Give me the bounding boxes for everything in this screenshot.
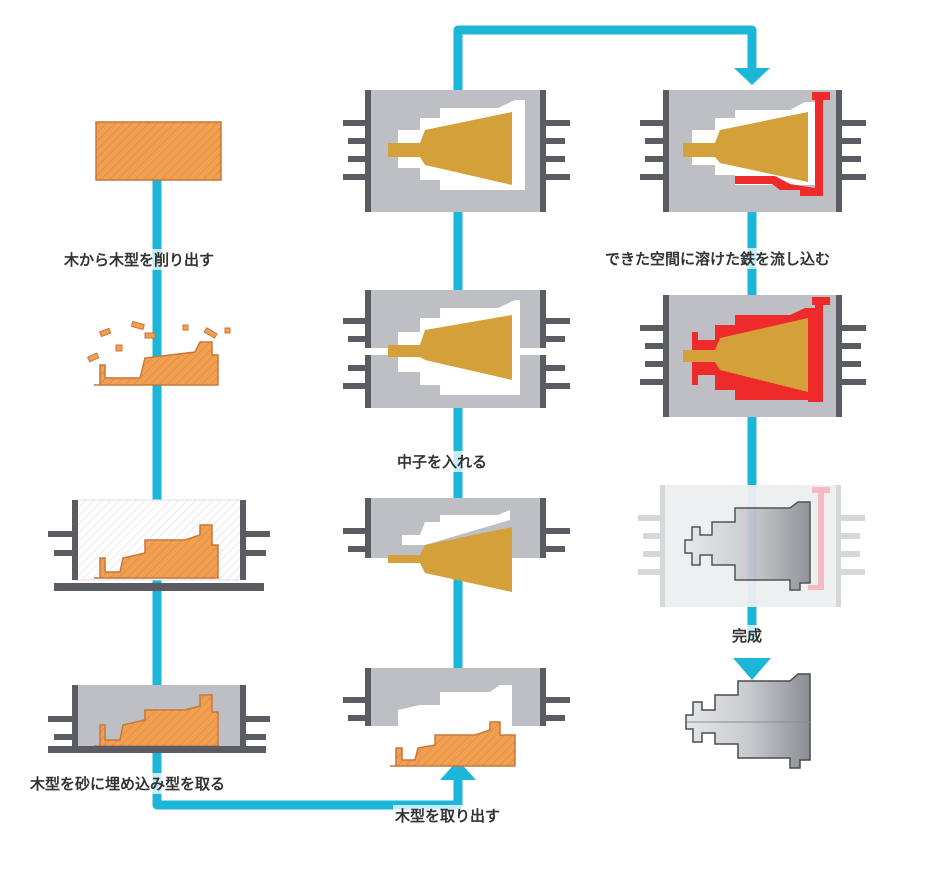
arrow-down-icon: [733, 658, 771, 680]
mold-cooled: [638, 485, 865, 607]
mold-with-core-1: [343, 90, 570, 212]
step-label-core: 中子を入れる: [395, 451, 490, 472]
sand-mold-filled: [48, 685, 270, 753]
flow-line-left: [152, 175, 463, 810]
wood-block: [95, 121, 222, 181]
sand-mold-open: [48, 499, 270, 591]
mold-with-core-2: [343, 290, 570, 408]
step-label-pour: できた空間に溶けた鉄を流し込む: [603, 248, 833, 269]
mold-pattern-removed: [343, 668, 570, 767]
casting-in-mold: [684, 501, 811, 591]
arrow-down-icon: [734, 68, 770, 85]
step-label-embed: 木型を砂に埋め込み型を取る: [28, 773, 228, 794]
step-label-done: 完成: [730, 625, 765, 646]
step-label-remove: 木型を取り出す: [393, 805, 503, 826]
mold-pour-2: [640, 295, 866, 417]
arrow-up-icon: [440, 760, 476, 780]
mold-pour-1: [640, 90, 866, 212]
core-insert: [343, 498, 570, 592]
carved-wood-pattern: [86, 320, 231, 386]
step-label-carve: 木から木型を削り出す: [62, 249, 217, 270]
finished-casting: [685, 673, 811, 769]
